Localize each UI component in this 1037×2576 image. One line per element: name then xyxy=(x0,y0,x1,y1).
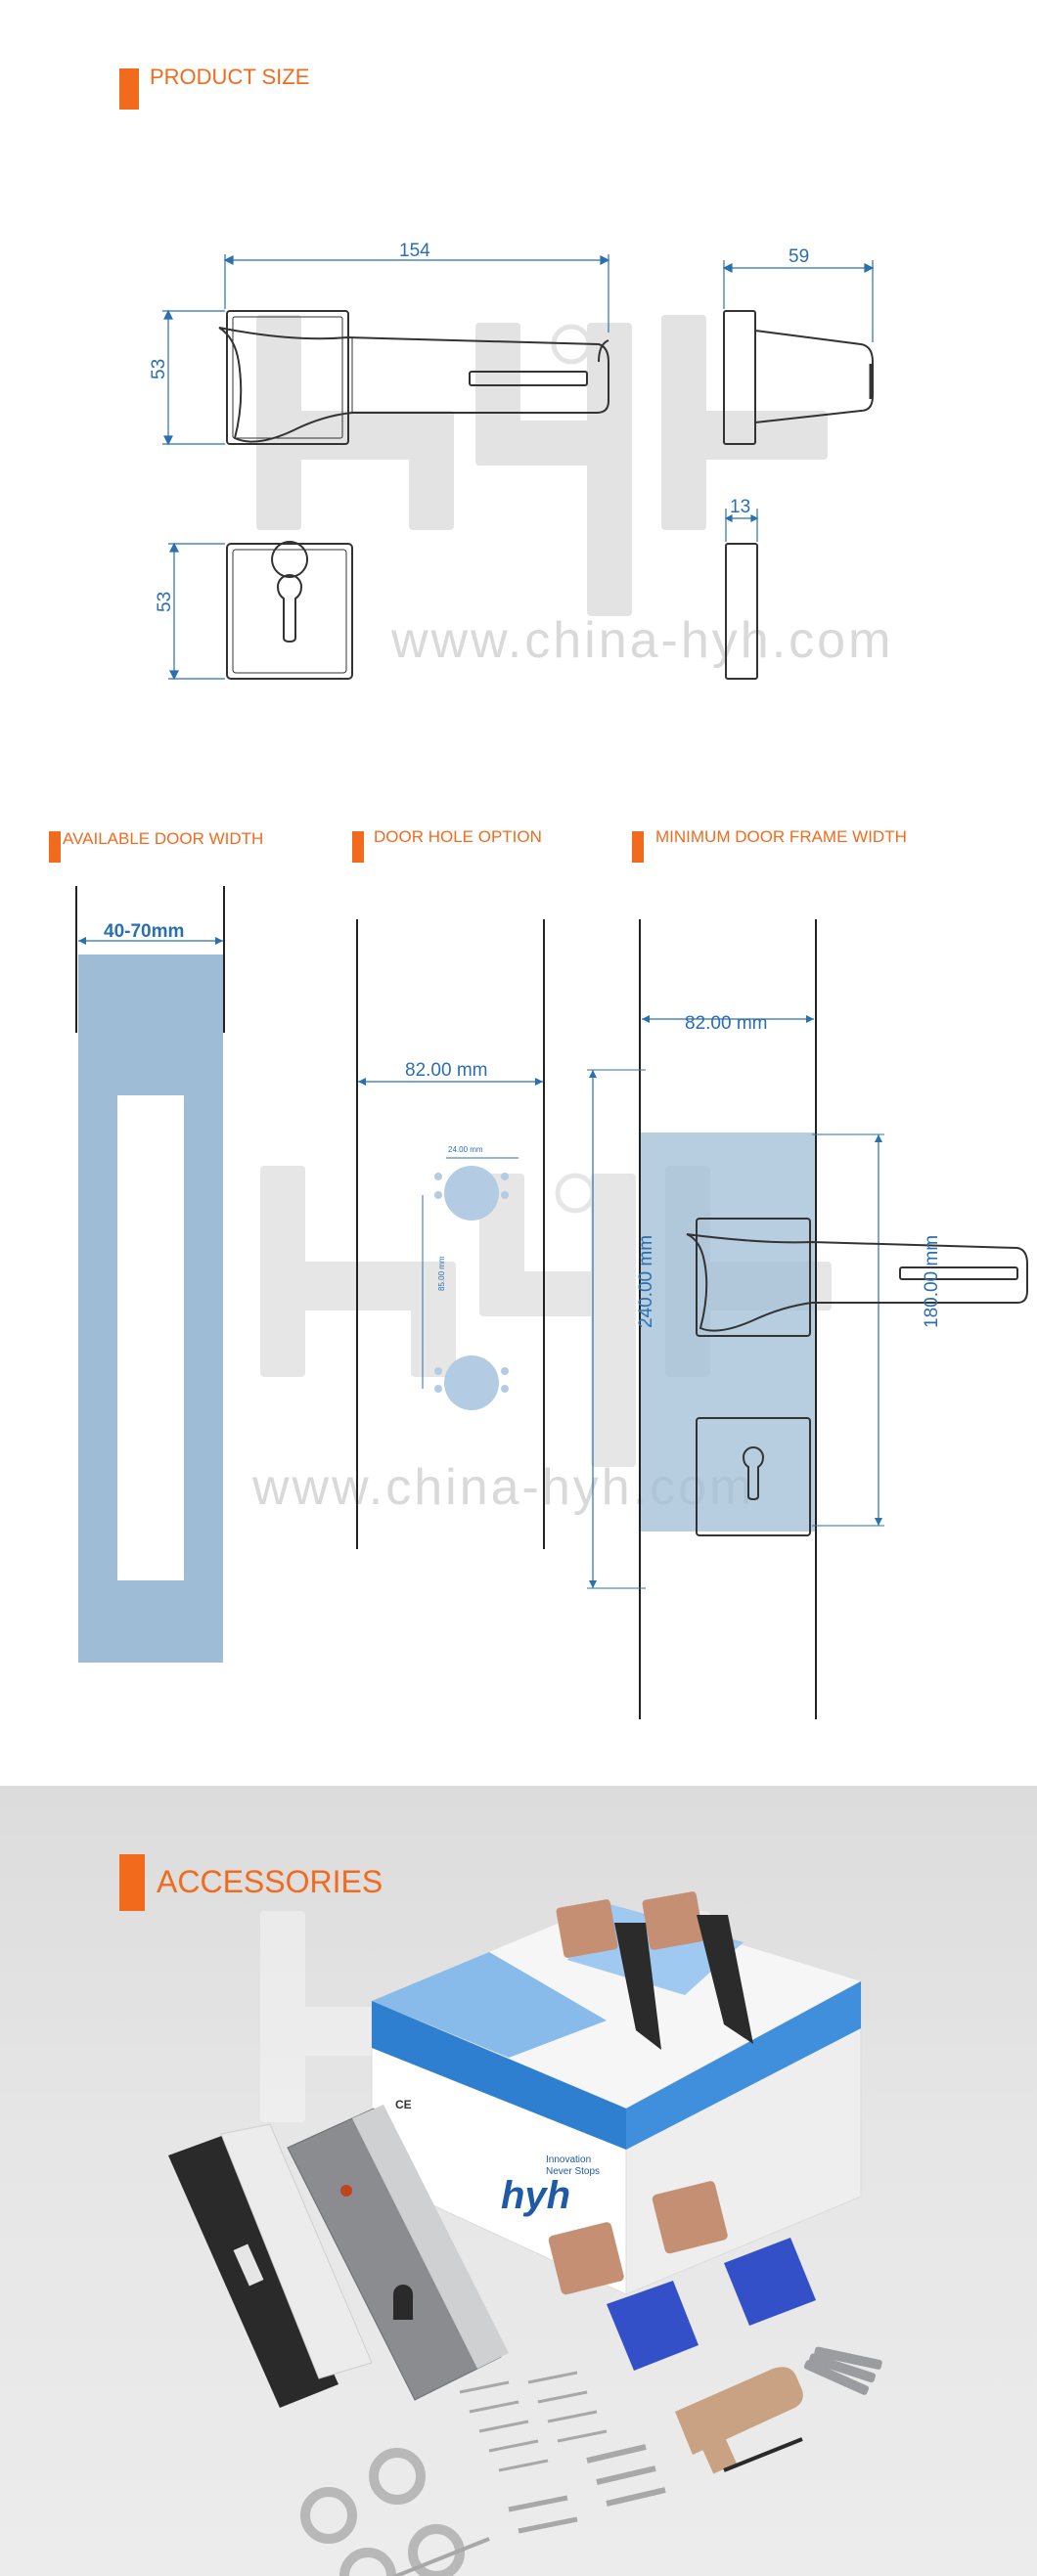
dim-hole-spacing-h: 24.00 mm xyxy=(448,1145,483,1154)
frame-width-diagram xyxy=(587,919,1028,1719)
section-title-door-hole-option: DOOR HOLE OPTION xyxy=(374,827,542,846)
box-slogan-line1: Innovation xyxy=(546,2154,591,2165)
dim-lines-rose-side xyxy=(724,509,759,542)
dim-frame-height-center: 180.00 mm xyxy=(922,1235,942,1328)
dim-hole-width: 82.00 mm xyxy=(405,1060,487,1081)
section-title-minimum-door-frame-width: MINIMUM DOOR FRAME WIDTH xyxy=(655,827,907,846)
dim-lines-side xyxy=(722,260,875,342)
section-title-product-size: PRODUCT SIZE xyxy=(150,65,310,89)
dim-frame-width: 82.00 mm xyxy=(685,1013,767,1034)
door-width-diagram xyxy=(75,886,225,1663)
accessories-panel: ACCESSORIES hyh Innovation Never Stops C… xyxy=(0,1786,1037,2576)
dim-hole-spacing-v: 85.00 mm xyxy=(437,1256,446,1291)
box-brand-logo: hyh xyxy=(501,2174,570,2217)
rose-side-view xyxy=(725,543,758,680)
dim-handle-projection: 59 xyxy=(789,246,809,267)
screws-and-pins xyxy=(390,2371,666,2576)
strike-plate xyxy=(168,2123,373,2408)
watermark-url: www.china-hyh.com xyxy=(390,612,893,669)
box-slogan-line2: Never Stops xyxy=(546,2166,600,2177)
door-diagrams: www.china-hyh.com 40-70mm 82.00 mm 24.00… xyxy=(75,886,1028,1719)
box-ce-mark: CE xyxy=(395,2098,412,2111)
door-hole-diagram xyxy=(356,919,545,1549)
escutcheon-roses xyxy=(548,2181,816,2371)
dim-handle-height: 53 xyxy=(149,359,169,379)
rosette-rings xyxy=(300,2448,465,2576)
product-size-drawing: www.china-hyh.com 154 53 59 xyxy=(149,241,893,681)
dim-rose-height: 53 xyxy=(155,592,175,612)
dim-lines-front xyxy=(162,254,610,446)
dim-lines-rose xyxy=(168,542,225,681)
accessories-photo: hyh Innovation Never Stops CE xyxy=(168,1891,882,2576)
section-marker xyxy=(49,831,61,863)
section-marker xyxy=(352,831,364,863)
mortise-lock xyxy=(287,2105,509,2401)
section-marker xyxy=(119,1854,145,1911)
handle-front-view xyxy=(218,310,609,445)
rose-front-view xyxy=(226,541,353,680)
dim-handle-length: 154 xyxy=(399,241,430,261)
dim-door-width-range: 40-70mm xyxy=(104,921,184,942)
section-marker xyxy=(632,831,644,863)
section-marker xyxy=(119,68,139,110)
handle-side-view xyxy=(723,310,874,445)
euro-cylinder xyxy=(675,2367,803,2474)
dim-frame-height-total: 240.00 mm xyxy=(636,1235,656,1328)
section-title-accessories: ACCESSORIES xyxy=(157,1864,383,1899)
dim-rose-thickness: 13 xyxy=(730,497,750,517)
handles-on-box xyxy=(556,1891,753,2050)
section-title-available-door-width: AVAILABLE DOOR WIDTH xyxy=(63,829,264,848)
keys xyxy=(803,2346,882,2395)
